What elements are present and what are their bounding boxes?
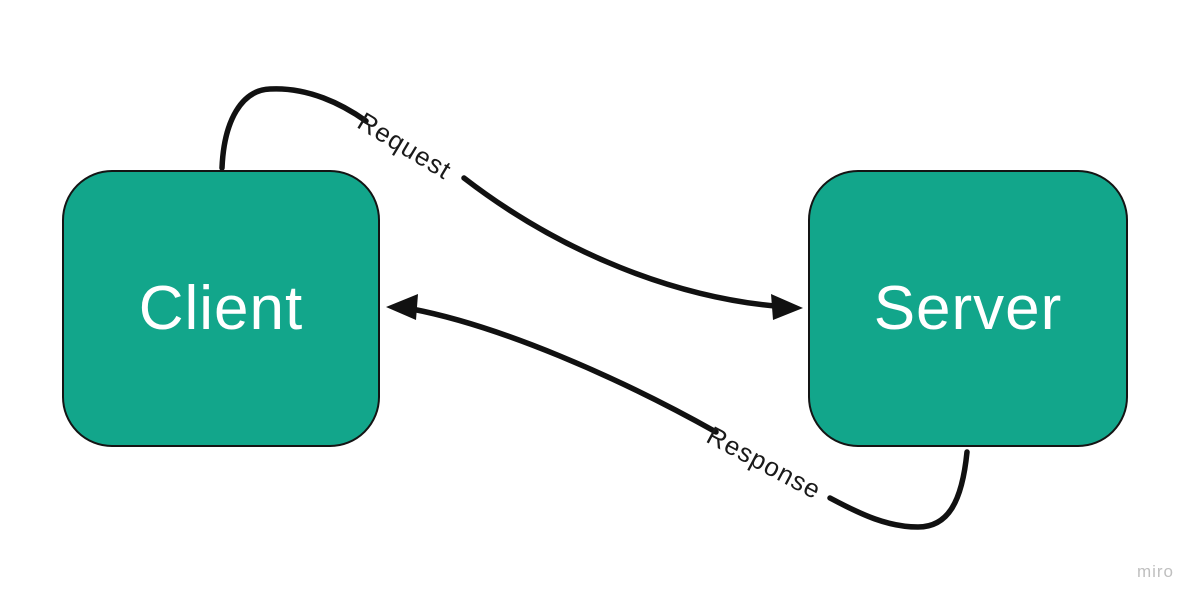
client-node[interactable]: Client (62, 170, 380, 447)
request-connector[interactable] (219, 86, 803, 320)
response-connector[interactable] (386, 294, 970, 530)
miro-watermark: miro (1136, 562, 1174, 581)
client-node-label: Client (138, 274, 304, 343)
response-curve-end (409, 306, 719, 435)
server-node-label: Server (873, 274, 1063, 343)
request-curve-start (219, 86, 369, 171)
server-node[interactable]: Server (808, 170, 1128, 447)
request-arrowhead-icon (771, 294, 803, 320)
request-curve-end (461, 175, 789, 310)
response-curve-start (827, 449, 970, 530)
response-arrowhead-icon (386, 294, 418, 320)
